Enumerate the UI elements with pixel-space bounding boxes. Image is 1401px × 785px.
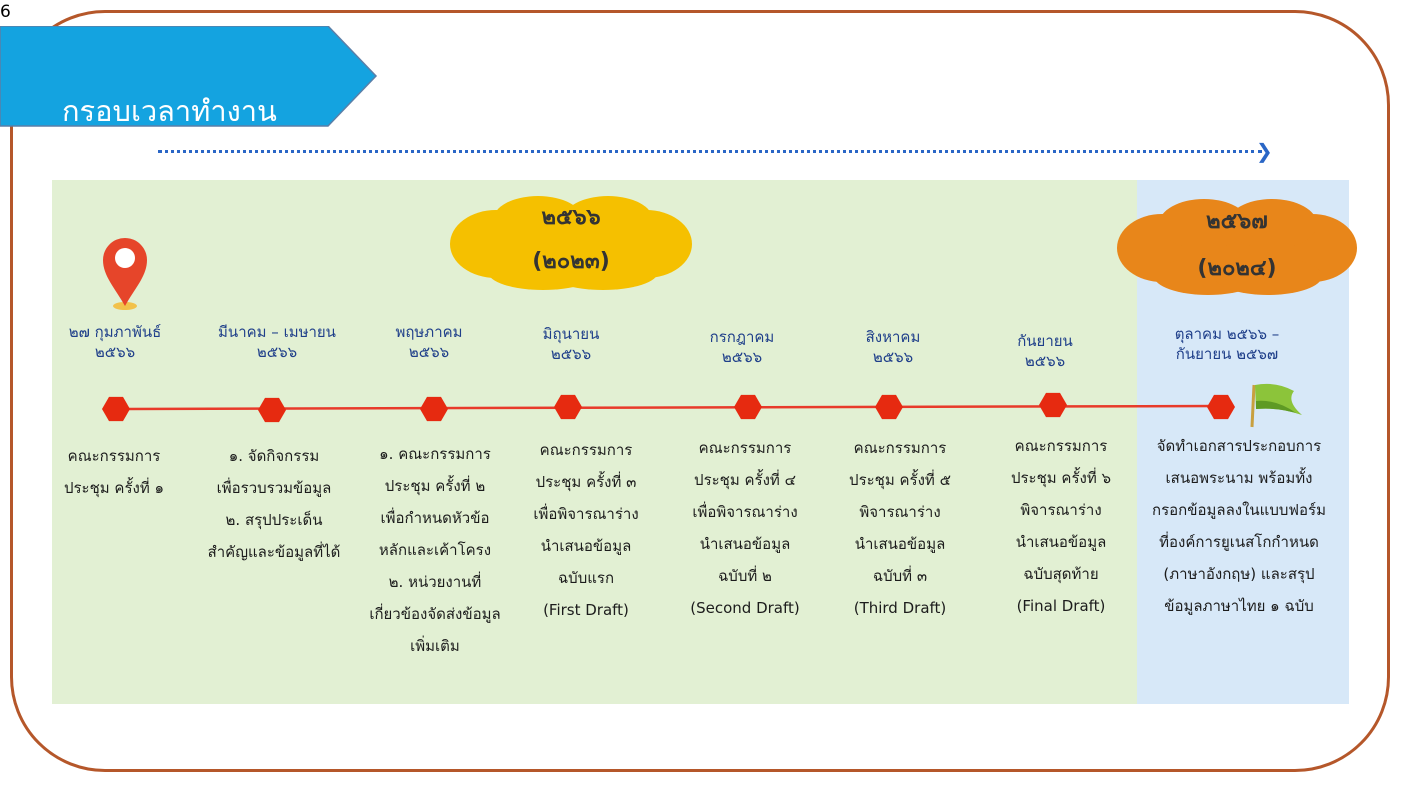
slide-frame [10,10,1390,772]
milestone-date: สิงหาคม๒๕๖๖ [865,328,921,366]
page-number: 6 [0,2,11,22]
page-title: กรอบเวลาทำงาน [62,94,277,128]
milestone-description: คณะกรรมการประชุม ครั้งที่ ๕ พิจารณาร่างน… [849,439,951,617]
milestone-date: ๒๗ กุมภาพันธ์๒๕๖๖ [68,323,162,361]
year-label: ๒๕๖๖ [541,205,601,230]
milestone-date: กันยายน๒๕๖๖ [1017,332,1073,370]
milestone-description: ๑. คณะกรรมการประชุม ครั้งที่ ๒ เพื่อกำหน… [369,445,501,655]
milestone-date: กรกฎาคม๒๕๖๖ [709,328,775,366]
year-ce-label: (๒๐๒๓) [532,249,610,274]
progress-arrow [158,150,1262,153]
location-pin-icon [101,236,149,316]
title-banner: กรอบเวลาทำงาน [0,26,378,128]
milestone-description: คณะกรรมการประชุม ครั้งที่ ๓ เพื่อพิจารณา… [533,441,639,619]
finish-flag-icon [1246,379,1306,433]
milestone-date: มิถุนายน๒๕๖๖ [542,325,600,363]
year-cloud-2567: ๒๕๖๗ (๒๐๒๔) [1116,194,1358,298]
milestone-date: พฤษภาคม๒๕๖๖ [395,323,463,361]
arrow-head-icon: ❯ [1256,139,1273,163]
year-label: ๒๕๖๗ [1206,209,1268,234]
milestone-description: ๑. จัดกิจกรรมเพื่อรวบรวมข้อมูล ๒. สรุปปร… [207,447,341,561]
year-cloud-2566: ๒๕๖๖ (๒๐๒๓) [448,192,694,292]
milestone-date: มีนาคม – เมษายน๒๕๖๖ [218,323,336,361]
milestone-description: จัดทำเอกสารประกอบการเสนอพระนาม พร้อมทั้ง… [1152,437,1326,615]
milestone-description: คณะกรรมการประชุม ครั้งที่ ๔ เพื่อพิจารณา… [690,439,800,617]
year-ce-label: (๒๐๒๔) [1197,256,1277,281]
milestone-description: คณะกรรมการประชุม ครั้งที่ ๖ พิจารณาร่างน… [1010,437,1112,615]
milestone-description: คณะกรรมการประชุม ครั้งที่ ๑ [63,447,165,497]
milestone-date: ตุลาคม ๒๕๖๖ –กันยายน ๒๕๖๗ [1174,325,1280,363]
